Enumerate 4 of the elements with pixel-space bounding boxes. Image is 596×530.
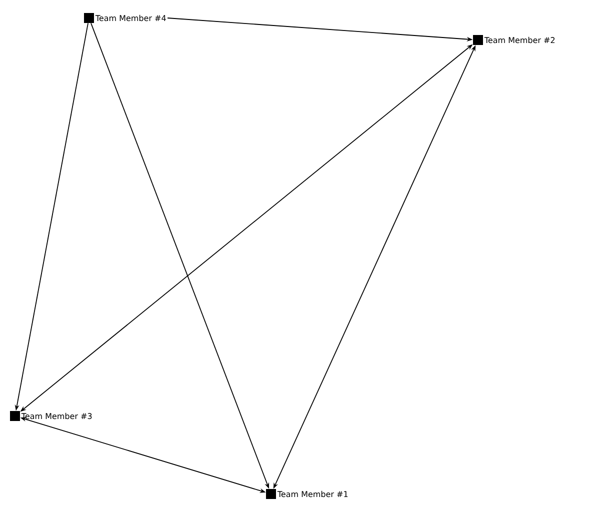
node-label: Team Member #2 [484, 36, 555, 44]
node-label: Team Member #3 [21, 412, 92, 420]
node-label: Team Member #4 [95, 14, 166, 22]
node-label: Team Member #1 [277, 490, 348, 498]
